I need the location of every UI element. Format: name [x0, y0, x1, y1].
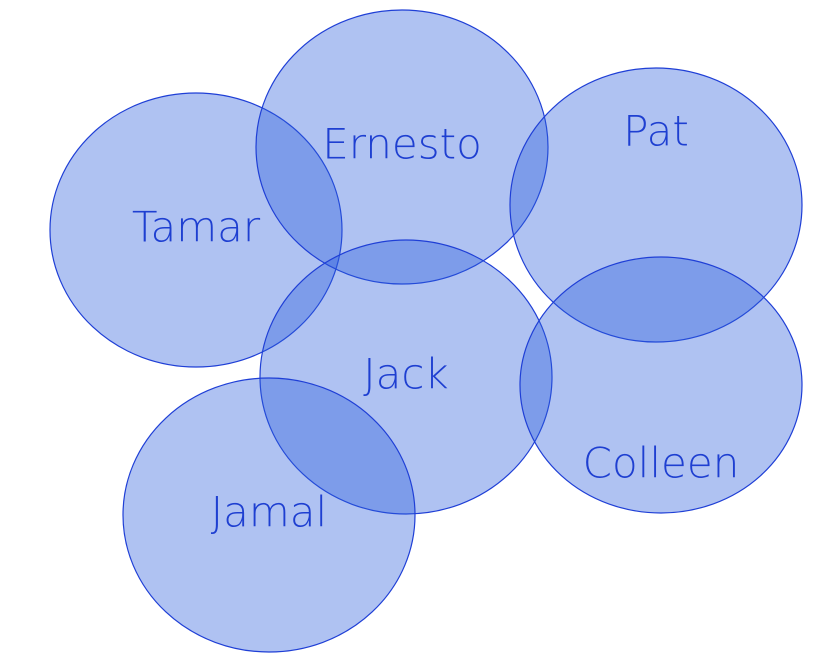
set-label-tamar: Tamar — [132, 203, 261, 252]
set-circle-ernesto — [255, 9, 549, 285]
set-circle-tamar — [49, 92, 343, 368]
set-circle-jamal — [122, 377, 416, 653]
set-circles — [49, 9, 803, 653]
set-label-jack: Jack — [363, 350, 449, 399]
set-label-pat: Pat — [623, 107, 689, 156]
set-label-ernesto: Ernesto — [322, 120, 482, 169]
set-circle-jack — [259, 239, 553, 515]
set-label-jamal: Jamal — [211, 488, 327, 537]
set-labels: Tamar Ernesto Pat Jack Colleen Jamal — [132, 107, 740, 537]
set-label-colleen: Colleen — [583, 439, 740, 488]
set-circle-colleen — [519, 256, 803, 514]
